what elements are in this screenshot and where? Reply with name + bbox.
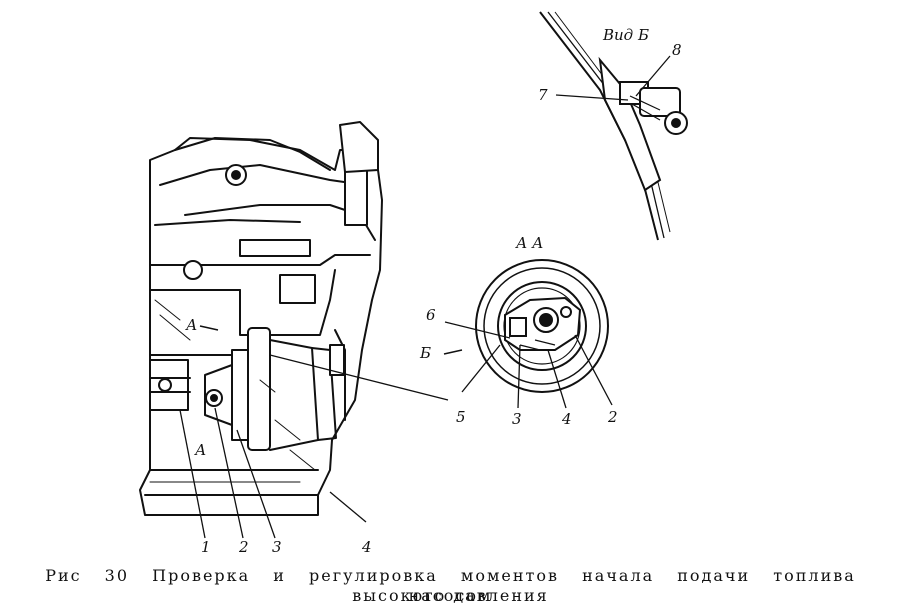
section-label: А А [515, 234, 544, 252]
callout-1: 1 [201, 538, 211, 556]
main-leaders [179, 354, 449, 539]
callout-7: 7 [538, 86, 548, 104]
caption-line-2: высокого давления [352, 586, 549, 605]
section-callout-4: 4 [561, 410, 572, 428]
section-callout-2: 2 [607, 408, 618, 426]
caption-line-1: Рис 30 Проверка и регулировка моментов н… [45, 566, 856, 605]
callout-2: 2 [238, 538, 249, 556]
marker-b-arrow [443, 349, 463, 355]
marker-a-bottom: А [194, 441, 206, 459]
callout-5: 5 [456, 408, 466, 426]
marker-a-top: А [185, 316, 197, 334]
section-leaders [444, 321, 613, 409]
view-b-leaders [555, 55, 671, 101]
engine-assembly [139, 121, 383, 516]
callout-6: 6 [426, 306, 436, 324]
callout-3: 3 [272, 538, 282, 556]
marker-b: Б [419, 344, 431, 362]
section-a-a-detail [475, 259, 609, 393]
view-b-detail [539, 11, 688, 241]
callout-8: 8 [672, 41, 682, 59]
view-b-label: Вид Б [602, 26, 649, 44]
callout-4: 4 [361, 538, 372, 556]
section-callout-3: 3 [512, 410, 522, 428]
marker-a-arrow [199, 325, 219, 331]
